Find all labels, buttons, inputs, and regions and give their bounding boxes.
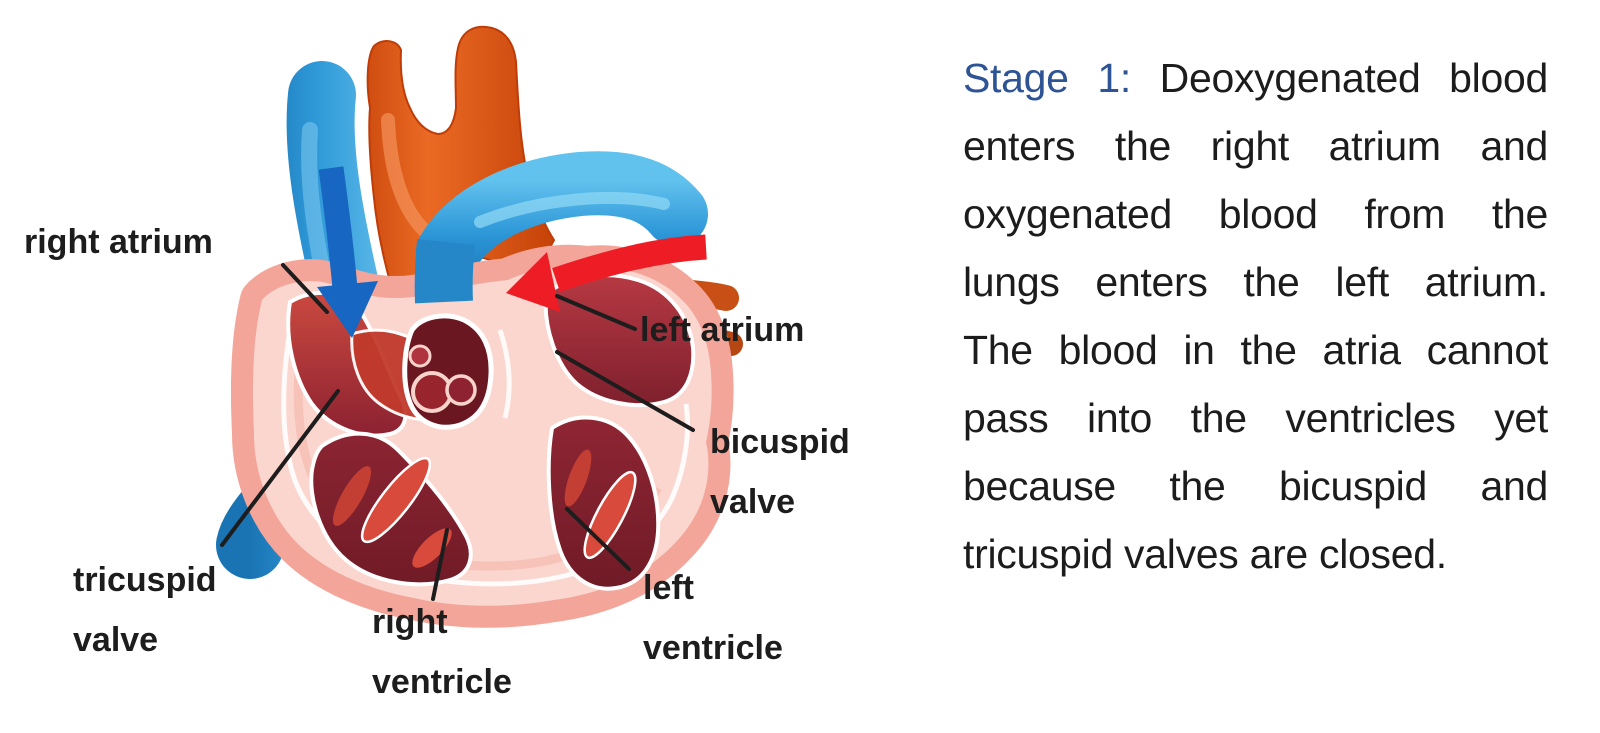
right-ventricle-pointer-line [431, 528, 449, 601]
stage-text-line: oxygenated blood from the [963, 191, 1548, 237]
stage-text-line: Stage 1: Deoxygenated blood [963, 44, 1548, 112]
stage-text-line: pass into the ventricles yet [963, 395, 1548, 441]
heart-illustration [216, 25, 743, 628]
papillary-muscle [360, 456, 432, 544]
oxygenated-blood-arrow [506, 234, 707, 312]
pulmonary-trunk-opening [402, 239, 494, 430]
label-text: left atrium [640, 311, 805, 349]
left-atrium-pointer-line [555, 294, 637, 331]
left-ventricle-pointer-line [565, 507, 631, 571]
label-text: right atrium [24, 223, 213, 261]
label-tricuspid-valve: tricuspid valve [73, 550, 217, 670]
label-text: ventricle [643, 629, 783, 667]
label-bicuspid-valve: bicuspid valve [710, 412, 850, 532]
right-ventricle-chamber [309, 431, 473, 587]
pulmonary-artery-vessel [416, 151, 708, 284]
papillary-muscle [332, 466, 372, 526]
label-text: tricuspid [73, 561, 217, 599]
label-right-ventricle: right ventricle [372, 592, 512, 712]
vessel-highlight [381, 113, 433, 239]
label-text: ventricle [372, 663, 512, 701]
bicuspid-valve-pointer-line [555, 350, 695, 432]
pointer-lines [220, 263, 695, 601]
vessel-highlight [474, 192, 670, 228]
stage-text-line: lungs enters the left atrium. [963, 259, 1548, 305]
label-text: bicuspid [710, 423, 850, 461]
left-ventricle-chamber [546, 415, 661, 591]
stage-text-line: The blood in the atria cannot [963, 327, 1548, 373]
stage-text-line: because the bicuspid and [963, 463, 1548, 509]
right-atrium-pointer-line [281, 263, 329, 314]
valve-cusp [408, 344, 432, 368]
label-left-ventricle: left ventricle [643, 558, 783, 678]
label-text: valve [73, 621, 159, 659]
papillary-muscle [412, 528, 452, 568]
label-left-atrium: left atrium [640, 300, 804, 360]
label-right-atrium: right atrium [24, 212, 213, 272]
papillary-muscle [564, 449, 592, 507]
valve-cusp [445, 374, 477, 406]
label-text: left [643, 569, 694, 607]
stage-number-label: Stage 1: [963, 55, 1131, 101]
bicuspid-valve-region [497, 329, 529, 419]
deoxygenated-blood-arrow [317, 166, 378, 338]
tricuspid-valve-pointer-line [220, 389, 340, 547]
stage-text-line: tricuspid valves are closed. [963, 531, 1447, 577]
stage-text-line: enters the right atrium and [963, 123, 1548, 169]
label-text: right [372, 603, 448, 641]
valve-cusp [411, 371, 453, 413]
stage-text: Deoxygenated blood [1159, 55, 1549, 101]
label-text: valve [710, 483, 796, 521]
stage-description: Stage 1: Deoxygenated blood enters the r… [963, 44, 1548, 588]
